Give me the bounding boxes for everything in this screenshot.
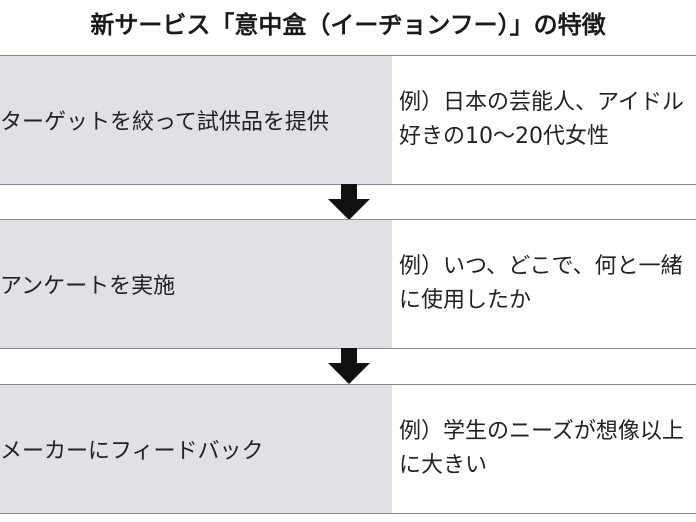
step-1: ターゲットを絞って試供品を提供 例）日本の芸能人、アイドル好きの10～20代女性 [0,55,696,185]
down-arrow-icon [328,184,370,220]
down-arrow-icon [328,348,370,384]
step-3-example-box: 例）学生のニーズが想像以上に大きい [399,385,696,513]
step-3-label: メーカーにフィードバック [0,439,264,464]
step-1-example-box: 例）日本の芸能人、アイドル好きの10～20代女性 [399,56,696,184]
diagram-title: 新サービス「意中盒（イーヂョンフー）」の特徴 [90,11,606,39]
step-2: アンケートを実施 例）いつ、どこで、何と一緒に使用したか [0,219,696,349]
step-3: メーカーにフィードバック 例）学生のニーズが想像以上に大きい [0,384,696,514]
step-2-box: アンケートを実施 [0,220,392,348]
step-2-example-box: 例）いつ、どこで、何と一緒に使用したか [399,220,696,348]
step-2-example: 例）いつ、どこで、何と一緒に使用したか [399,254,683,313]
step-3-example: 例）学生のニーズが想像以上に大きい [399,419,684,478]
step-2-label: アンケートを実施 [0,274,176,299]
step-1-example: 例）日本の芸能人、アイドル好きの10～20代女性 [399,90,684,149]
step-1-box: ターゲットを絞って試供品を提供 [0,56,392,184]
step-3-box: メーカーにフィードバック [0,385,392,513]
step-1-label: ターゲットを絞って試供品を提供 [0,110,329,135]
